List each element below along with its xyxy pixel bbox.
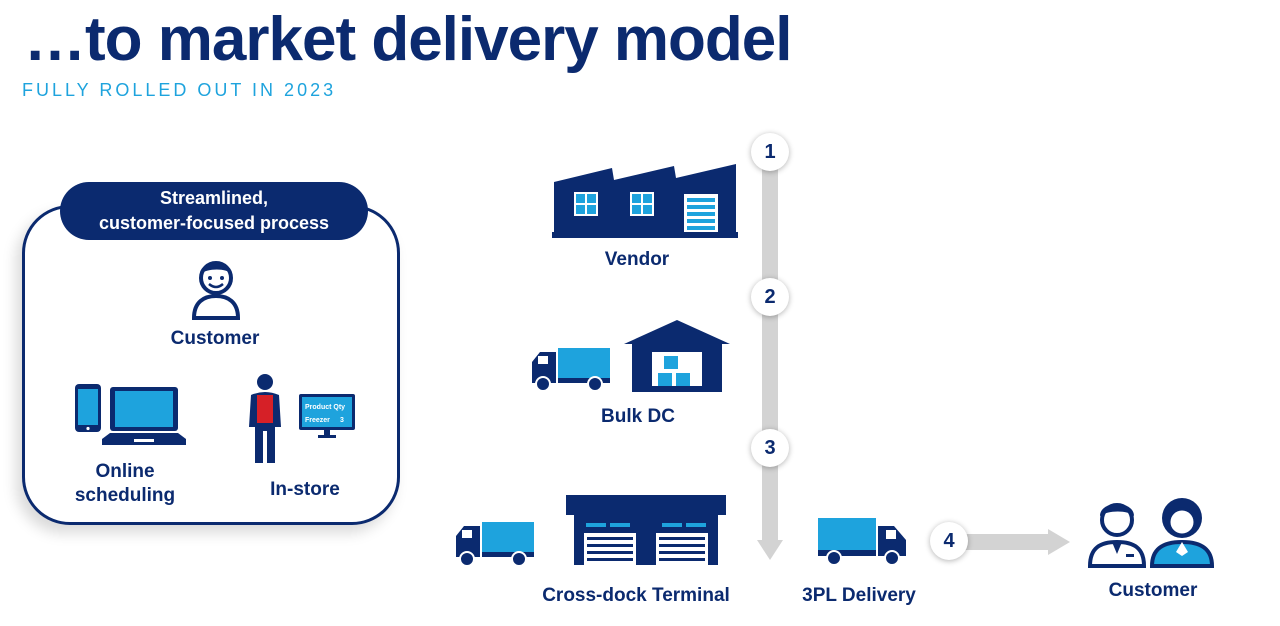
process-badge: Streamlined, customer-focused process (60, 182, 368, 240)
vendor-factory-icon (552, 164, 738, 238)
cross-dock-terminal-icon (566, 495, 726, 565)
panel-customer-label: Customer (170, 328, 260, 349)
phone-icon (75, 384, 101, 432)
step-3-badge: 3 (751, 429, 789, 467)
flow-right-arrow (950, 529, 1070, 555)
laptop-icon (102, 387, 186, 445)
warehouse-icon (624, 320, 730, 392)
bulk-truck-icon (532, 348, 610, 392)
page-subtitle: FULLY ROLLED OUT IN 2023 (22, 80, 337, 100)
page-title: …to market delivery model (24, 5, 792, 74)
customer-person-icon (191, 261, 241, 320)
vendor-label: Vendor (604, 249, 670, 270)
step-4-badge: 4 (930, 522, 968, 560)
customer-woman-icon (1149, 498, 1215, 568)
cross-dock-truck-icon (456, 522, 534, 567)
online-label-line-2: scheduling (74, 485, 176, 506)
badge-line-1: Streamlined, (159, 188, 269, 208)
delivery-truck-icon (818, 518, 906, 566)
step-1-badge: 1 (751, 133, 789, 171)
flow-down-arrow (757, 160, 783, 560)
bulk-dc-label: Bulk DC (601, 406, 675, 427)
step-2-badge: 2 (751, 278, 789, 316)
badge-line-2: customer-focused process (98, 213, 330, 233)
online-label-line-1: Online (95, 461, 155, 482)
screen-row-1: Product Qty (305, 404, 345, 411)
customer-man-icon (1087, 503, 1147, 568)
online-scheduling-label: Online scheduling (65, 460, 185, 508)
store-associate-icon (249, 374, 281, 463)
kiosk-screen-icon: Product Qty Freezer 3 (299, 394, 355, 438)
process-panel (22, 205, 400, 525)
cross-dock-label: Cross-dock Terminal (542, 585, 730, 606)
customer-label: Customer (1108, 580, 1198, 601)
screen-row-2-product: Freezer (305, 417, 330, 424)
in-store-label: In-store (270, 479, 340, 500)
screen-row-2-qty: 3 (340, 417, 344, 424)
delivery-label: 3PL Delivery (802, 585, 916, 606)
